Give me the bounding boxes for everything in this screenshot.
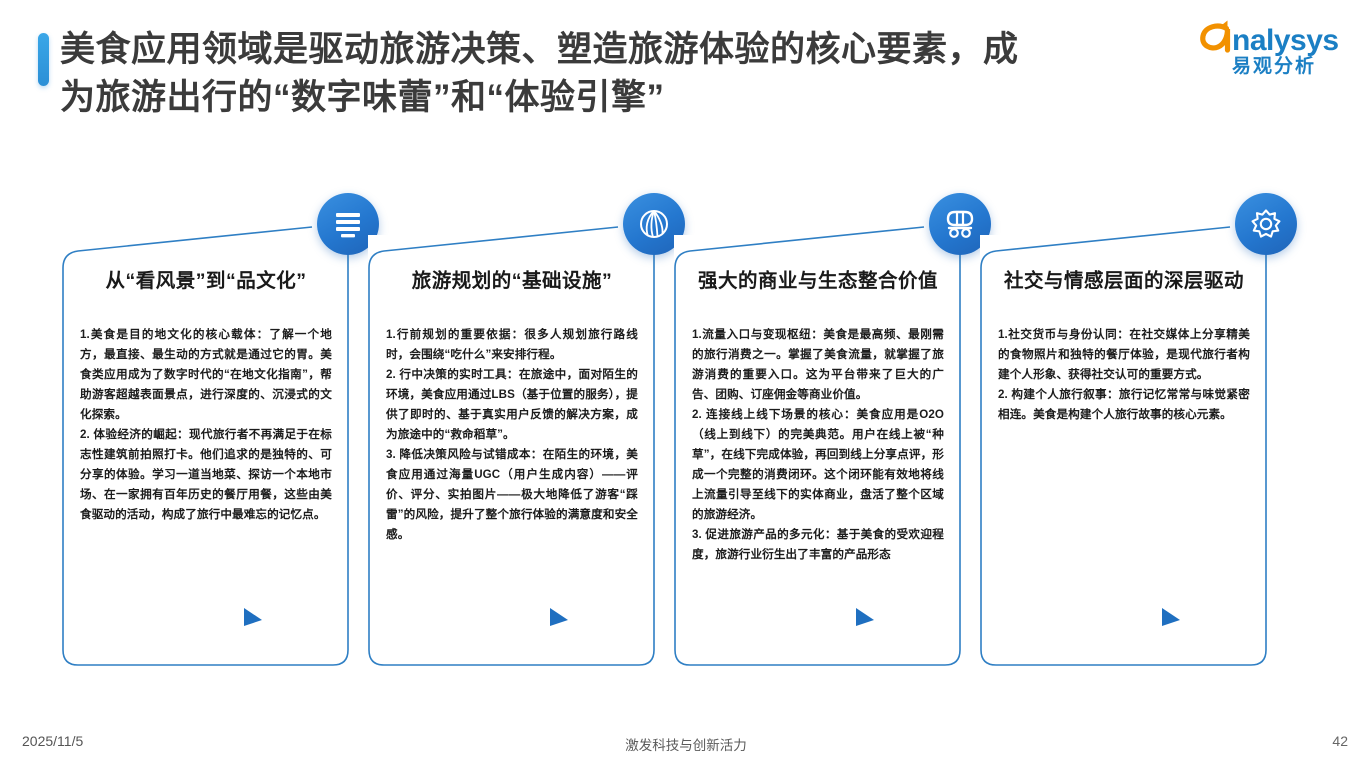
card-2-body: 1.行前规划的重要依据：很多人规划旅行路线时，会围绕“吃什么”来安排行程。 2.… bbox=[386, 325, 638, 545]
logo-wordmark-icon: nalysys bbox=[1200, 20, 1339, 57]
page-title: 美食应用领域是驱动旅游决策、塑造旅游体验的核心要素，成 为旅游出行的“数字味蕾”… bbox=[60, 26, 1170, 122]
footer-page-number: 42 bbox=[1332, 733, 1348, 749]
card-2-content: 旅游规划的“基础设施” 1.行前规划的重要依据：很多人规划旅行路线时，会围绕“吃… bbox=[386, 249, 638, 649]
card-1-title: 从“看风景”到“品文化” bbox=[105, 270, 307, 292]
card-2[interactable]: 旅游规划的“基础设施” 1.行前规划的重要依据：很多人规划旅行路线时，会围绕“吃… bbox=[368, 193, 685, 670]
card-2-paragraph-2: 2. 行中决策的实时工具：在旅途中，面对陌生的环境，美食应用通过LBS（基于位置… bbox=[386, 368, 638, 441]
card-4-title: 社交与情感层面的深层驱动 bbox=[1003, 270, 1244, 292]
footer-slogan: 激发科技与创新活力 bbox=[625, 738, 747, 753]
page-title-line-2: 为旅游出行的“数字味蕾”和“体验引擎” bbox=[60, 78, 665, 117]
card-3[interactable]: 强大的商业与生态整合价值 1.流量入口与变现枢纽：美食是最高频、最刚需的旅行消费… bbox=[674, 193, 991, 670]
card-3-paragraph-3: 3. 促进旅游产品的多元化：基于美食的受欢迎程度，旅游行业衍生出了丰富的产品形态 bbox=[692, 528, 944, 561]
card-1[interactable]: 从“看风景”到“品文化” 1.美食是目的地文化的核心载体：了解一个地方，最直接、… bbox=[62, 193, 379, 670]
card-3-icon-badge[interactable] bbox=[929, 193, 991, 255]
title-accent-bar bbox=[38, 33, 49, 86]
card-4-paragraph-2: 2. 构建个人旅行叙事：旅行记忆常常与味觉紧密相连。美食是构建个人旅行故事的核心… bbox=[998, 388, 1250, 421]
card-1-body: 1.美食是目的地文化的核心载体：了解一个地方，最直接、最生动的方式就是通过它的胃… bbox=[80, 325, 332, 525]
list-lines-icon bbox=[336, 213, 360, 238]
card-4-paragraph-1: 1.社交货币与身份认同：在社交媒体上分享精美的食物照片和独特的餐厅体验，是现代旅… bbox=[998, 328, 1250, 381]
card-4-content: 社交与情感层面的深层驱动 1.社交货币与身份认同：在社交媒体上分享精美的食物照片… bbox=[998, 249, 1250, 649]
card-1-paragraph-1: 1.美食是目的地文化的核心载体：了解一个地方，最直接、最生动的方式就是通过它的胃… bbox=[80, 328, 332, 421]
card-2-frame bbox=[368, 200, 655, 666]
card-1-frame bbox=[62, 200, 349, 666]
card-3-paragraph-2: 2. 连接线上线下场景的核心：美食应用是O2O（线上到线下）的完美典范。用户在线… bbox=[692, 408, 944, 521]
card-2-title: 旅游规划的“基础设施” bbox=[411, 270, 613, 292]
logo-chinese-name: 易观分析 bbox=[1231, 56, 1316, 77]
svg-text:nalysys: nalysys bbox=[1232, 24, 1339, 57]
card-2-paragraph-1: 1.行前规划的重要依据：很多人规划旅行路线时，会围绕“吃什么”来安排行程。 bbox=[386, 328, 638, 361]
card-1-content: 从“看风景”到“品文化” 1.美食是目的地文化的核心载体：了解一个地方，最直接、… bbox=[80, 249, 332, 649]
card-3-title: 强大的商业与生态整合价值 bbox=[697, 270, 938, 292]
card-1-paragraph-2: 2. 体验经济的崛起：现代旅行者不再满足于在标志性建筑前拍照打卡。他们追求的是独… bbox=[80, 428, 332, 521]
slide-footer: 2025/11/5 激发科技与创新活力 42 bbox=[0, 725, 1372, 769]
card-3-content: 强大的商业与生态整合价值 1.流量入口与变现枢纽：美食是最高频、最刚需的旅行消费… bbox=[692, 249, 944, 649]
cart-icon bbox=[946, 210, 974, 238]
globe-icon bbox=[640, 210, 668, 238]
card-4[interactable]: 社交与情感层面的深层驱动 1.社交货币与身份认同：在社交媒体上分享精美的食物照片… bbox=[980, 193, 1297, 670]
cards-container: 从“看风景”到“品文化” 1.美食是目的地文化的核心载体：了解一个地方，最直接、… bbox=[0, 180, 1372, 690]
card-4-body: 1.社交货币与身份认同：在社交媒体上分享精美的食物照片和独特的餐厅体验，是现代旅… bbox=[998, 325, 1250, 425]
gear-sun-icon bbox=[1251, 209, 1281, 238]
page-title-line-1: 美食应用领域是驱动旅游决策、塑造旅游体验的核心要素，成 bbox=[60, 30, 1019, 69]
card-3-body: 1.流量入口与变现枢纽：美食是最高频、最刚需的旅行消费之一。掌握了美食流量，就掌… bbox=[692, 325, 944, 565]
card-3-paragraph-1: 1.流量入口与变现枢纽：美食是最高频、最刚需的旅行消费之一。掌握了美食流量，就掌… bbox=[692, 328, 944, 401]
card-4-icon-badge[interactable] bbox=[1235, 193, 1297, 255]
card-2-paragraph-3: 3. 降低决策风险与试错成本：在陌生的环境，美食应用通过海量UGC（用户生成内容… bbox=[386, 448, 638, 541]
slide-header: 美食应用领域是驱动旅游决策、塑造旅游体验的核心要素，成 为旅游出行的“数字味蕾”… bbox=[0, 0, 1372, 150]
footer-date: 2025/11/5 bbox=[22, 733, 84, 749]
analysys-logo: nalysys 易观分析 bbox=[1194, 16, 1354, 90]
card-3-frame bbox=[674, 200, 961, 666]
